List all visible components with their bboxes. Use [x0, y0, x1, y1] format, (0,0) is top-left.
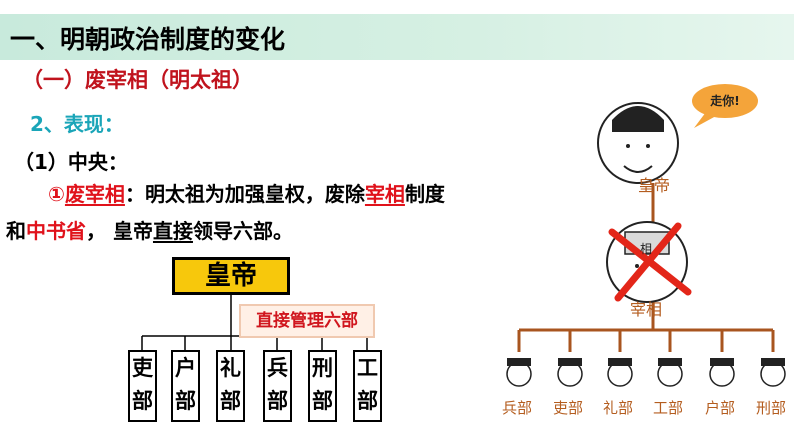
term-abolish-chancellor: 废宰相: [64, 182, 125, 206]
minister-label: 兵部: [502, 399, 533, 417]
page-title: 一、明朝政治制度的变化: [10, 25, 286, 54]
text-a: 明太祖为加强皇权，废除: [144, 182, 365, 206]
text-b: 制度: [404, 182, 445, 206]
section-heading: 2、表现：: [30, 112, 124, 136]
paragraph-line-2: 和中书省， 皇帝直接领导六部。: [6, 215, 293, 244]
subsection-heading: （1）中央：: [14, 150, 128, 174]
ministry-box-works: 工 部: [353, 350, 382, 422]
ministry-char: 刑: [312, 356, 333, 380]
minister-label: 工部: [653, 399, 684, 417]
header-bar: [0, 14, 794, 60]
ministry-char: 部: [312, 389, 333, 413]
ministry-char: 部: [220, 389, 241, 413]
ministry-char: 兵: [267, 356, 288, 380]
paragraph-line-1: ①废宰相：明太祖为加强皇权，废除宰相制度: [48, 178, 500, 207]
ministry-box-revenue: 户 部: [171, 350, 200, 422]
ministry-char: 礼: [220, 356, 241, 380]
ministry-box-war: 兵 部: [263, 350, 292, 422]
text-lead: 领导六部。: [192, 219, 293, 243]
minister-label: 吏部: [553, 399, 584, 417]
emperor-box: 皇帝: [172, 257, 290, 295]
chancellor-label: 宰相: [630, 300, 663, 319]
ministry-char: 部: [357, 389, 378, 413]
text-and: 和: [6, 219, 26, 243]
text-emperor: ， 皇帝: [86, 219, 153, 243]
emperor-label: 皇帝: [638, 176, 671, 195]
ministry-char: 吏: [132, 356, 153, 380]
ministry-char: 部: [132, 389, 153, 413]
ministry-box-personnel: 吏 部: [128, 350, 157, 422]
term-chancellor: 宰相: [364, 182, 405, 206]
minister-label: 户部: [705, 399, 736, 417]
colon: ：: [124, 182, 145, 206]
term-secretariat: 中书省: [26, 219, 86, 243]
term-direct: 直接: [152, 219, 193, 243]
subtitle: （一）废宰相（明太祖）: [22, 68, 253, 92]
cross-out-stroke: [614, 222, 682, 302]
ministry-box-justice: 刑 部: [308, 350, 337, 422]
ministry-char: 户: [175, 356, 196, 380]
item-number: ①: [48, 182, 65, 206]
ministry-box-rites: 礼 部: [216, 350, 245, 422]
minister-label: 刑部: [756, 399, 787, 417]
ministry-char: 部: [267, 389, 288, 413]
speech-bubble: 走你!: [692, 84, 758, 118]
ministry-char: 工: [357, 356, 378, 380]
minister-label: 礼部: [603, 399, 634, 417]
direct-management-label: 直接管理六部: [241, 306, 373, 336]
ministry-char: 部: [175, 389, 196, 413]
hat-character: 相: [640, 242, 653, 256]
